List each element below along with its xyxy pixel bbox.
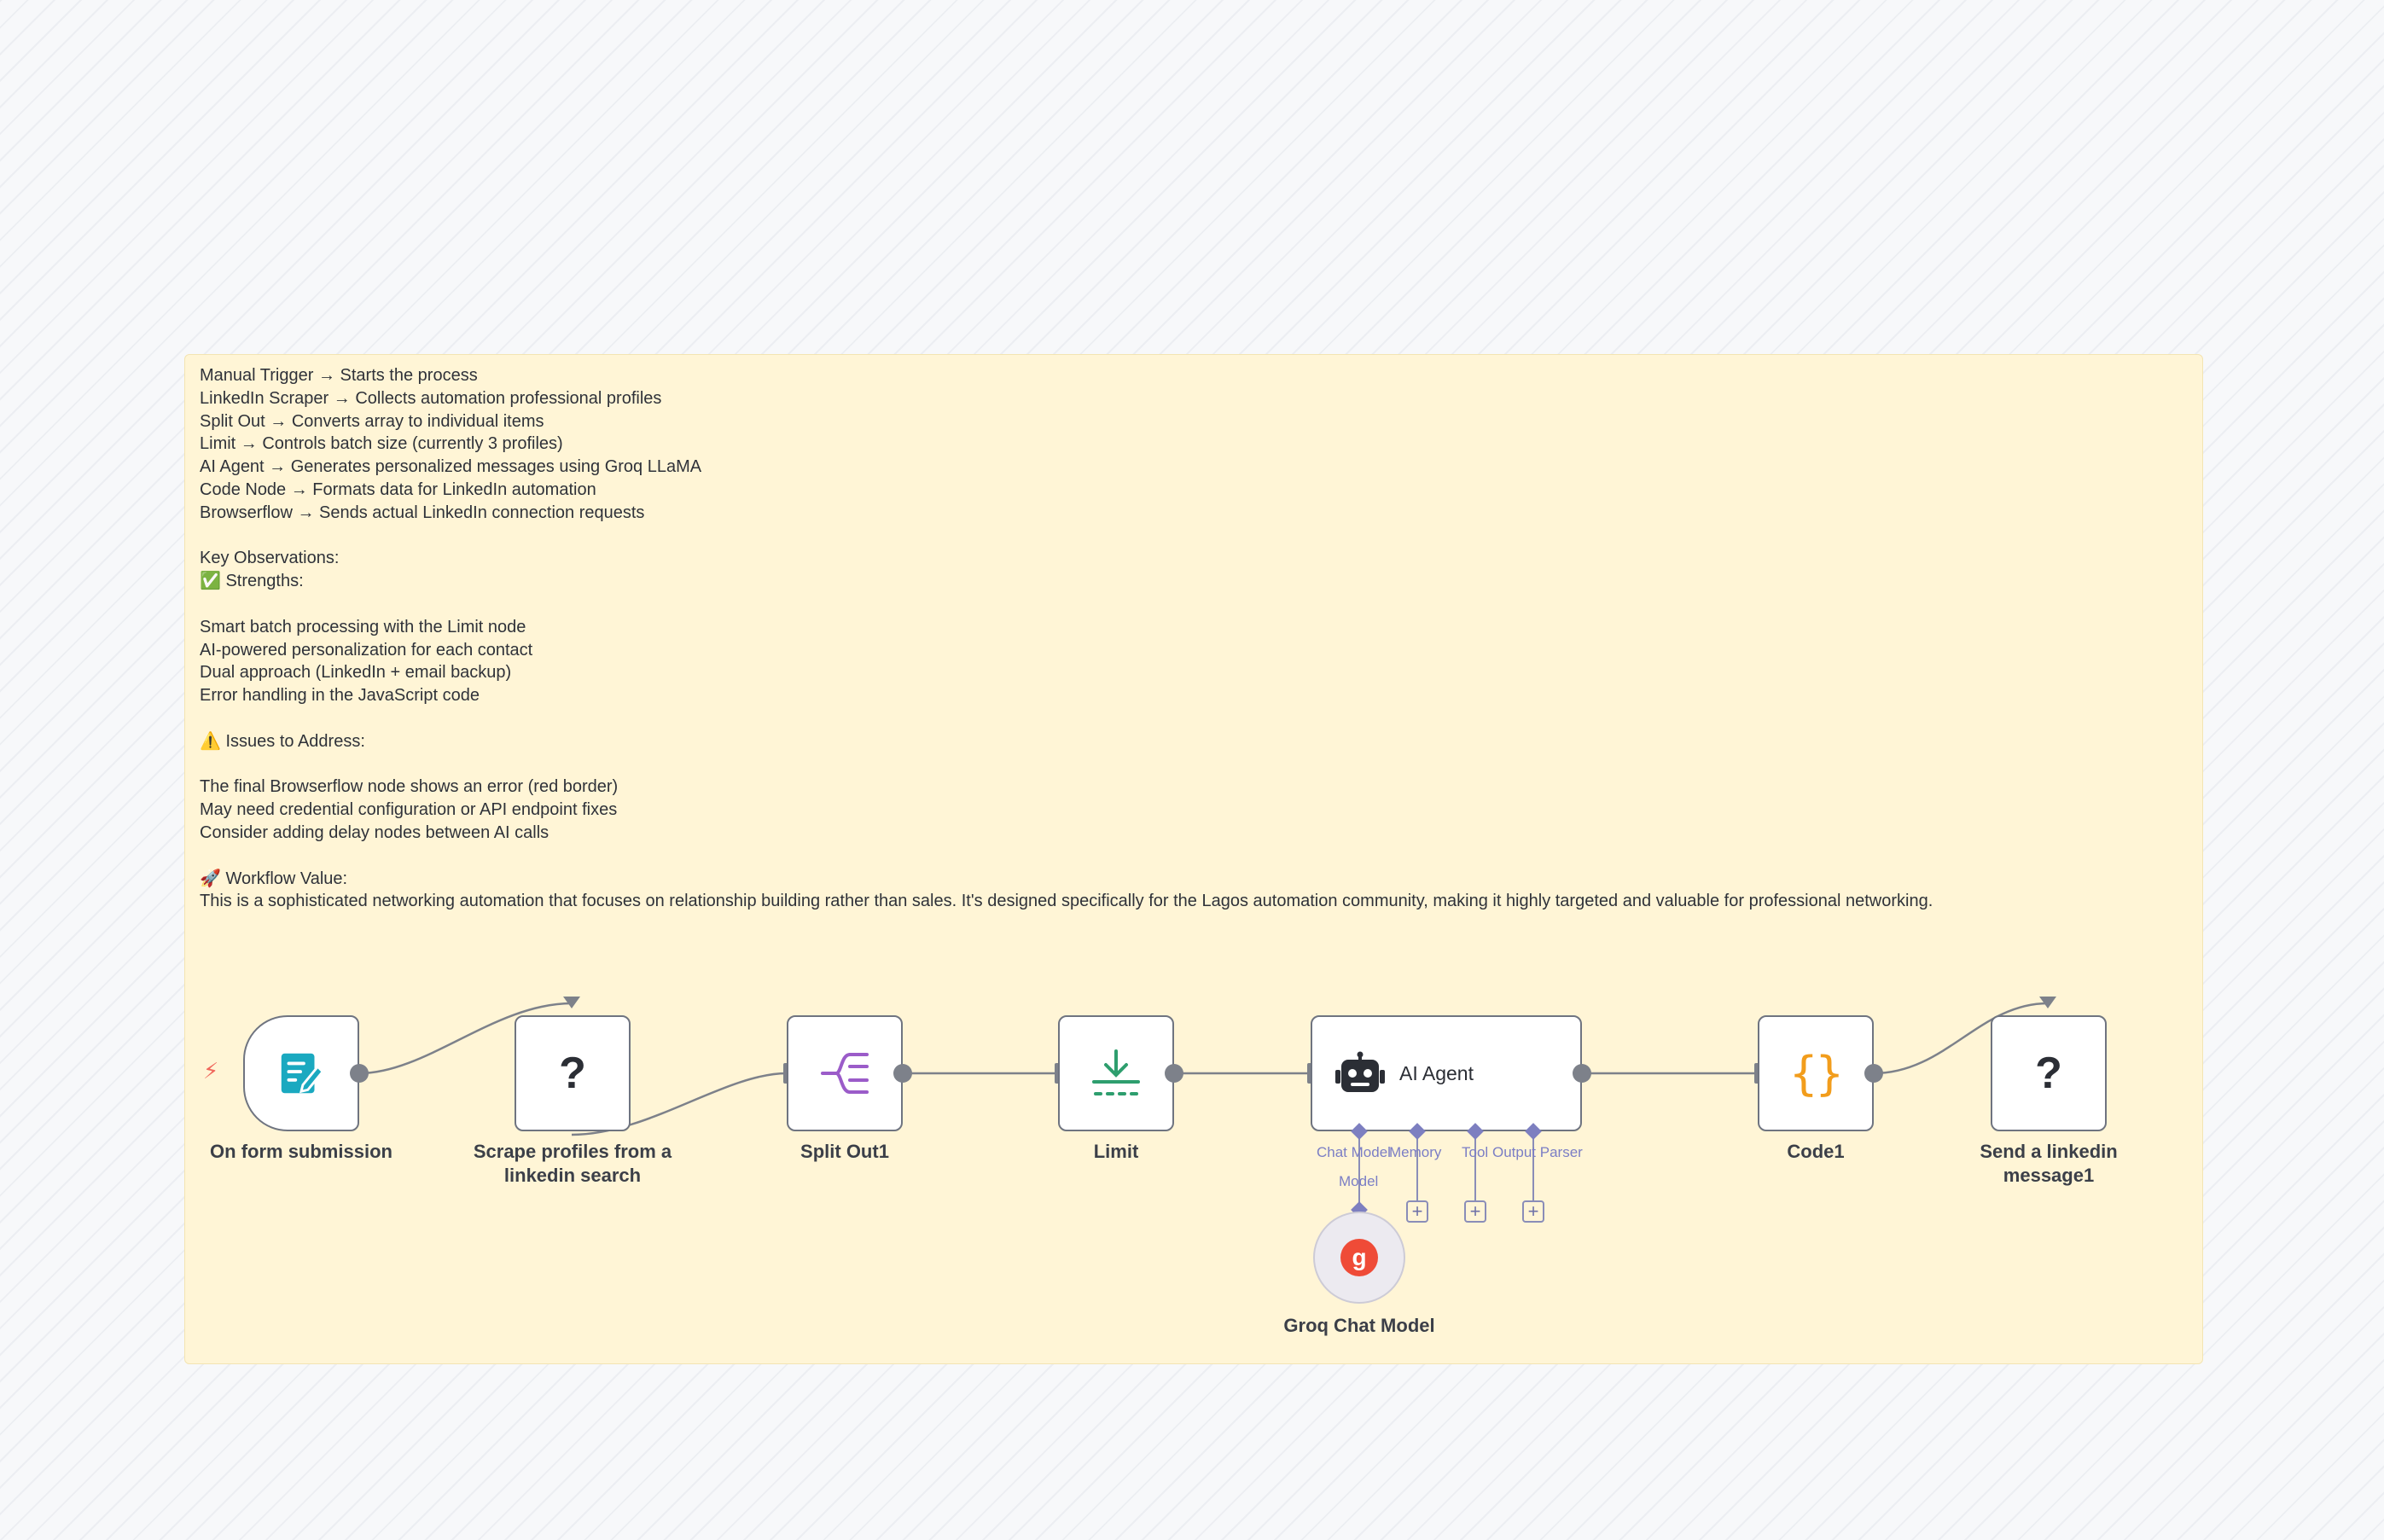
note-line: ⚠️ Issues to Address: — [200, 731, 365, 751]
code-output-handle[interactable] — [1864, 1064, 1883, 1083]
form-node-label: On form submission — [210, 1141, 392, 1162]
limit-node-label: Limit — [1093, 1141, 1139, 1162]
note-line: May need credential configuration or API… — [200, 800, 618, 820]
groq-node-label: Groq Chat Model — [1283, 1315, 1435, 1336]
connection-code-to-send — [1873, 1002, 2049, 1075]
node-scrape-profiles[interactable]: ? — [515, 1015, 631, 1131]
note-line: Browserflow → Sends actual LinkedIn conn… — [200, 503, 645, 522]
node-limit[interactable] — [1058, 1015, 1174, 1131]
note-line: This is a sophisticated networking autom… — [200, 892, 1933, 911]
connection-scrape-to-split — [571, 1072, 788, 1136]
add-output-parser-button[interactable]: + — [1522, 1200, 1544, 1223]
note-line: Consider adding delay nodes between AI c… — [200, 822, 549, 842]
output-parser-label: Output Parser — [1492, 1144, 1583, 1160]
note-line: Dual approach (LinkedIn + email backup) — [200, 663, 512, 683]
chat-model-label: Chat Model — [1317, 1144, 1391, 1160]
node-code[interactable]: {} — [1758, 1015, 1874, 1131]
send-node-label: Send a linkedin message1 — [1980, 1141, 2118, 1186]
note-line: Manual Trigger → Starts the process — [200, 366, 478, 385]
groq-logo-icon: g — [1340, 1239, 1378, 1276]
agent-title: AI Agent — [1399, 1061, 1474, 1084]
trigger-bolt-icon: ⚡ — [203, 1058, 219, 1084]
note-line: 🚀 Workflow Value: — [200, 869, 348, 888]
connection-form-to-scrape — [358, 1002, 573, 1075]
node-send-linkedin-message[interactable]: ? — [1991, 1015, 2107, 1131]
tool-label: Tool — [1462, 1144, 1489, 1160]
scrape-node-label: Scrape profiles from a linkedin search — [473, 1141, 672, 1186]
limit-output-handle[interactable] — [1165, 1064, 1183, 1083]
note-line: Code Node → Formats data for LinkedIn au… — [200, 479, 596, 499]
note-line: Key Observations: — [200, 549, 340, 568]
memory-label: Memory — [1389, 1144, 1442, 1160]
note-line: AI Agent → Generates personalized messag… — [200, 457, 702, 477]
add-tool-button[interactable]: + — [1464, 1200, 1486, 1223]
limit-download-icon — [1092, 1049, 1140, 1095]
agent-output-handle[interactable] — [1573, 1064, 1591, 1083]
robot-icon — [1335, 1051, 1385, 1092]
split-out-icon — [821, 1053, 869, 1094]
form-edit-icon — [281, 1053, 325, 1094]
split-node-label: Split Out1 — [800, 1141, 889, 1162]
note-line: LinkedIn Scraper → Collects automation p… — [200, 388, 662, 408]
arrowhead-send — [2039, 997, 2056, 1008]
curly-braces-icon: {} — [1789, 1046, 1843, 1101]
groq-logo-glyph: g — [1352, 1244, 1366, 1270]
note-line: ✅ Strengths: — [200, 572, 304, 591]
node-on-form-submission[interactable] — [243, 1015, 359, 1131]
node-split-out[interactable] — [787, 1015, 903, 1131]
node-ai-agent[interactable]: AI Agent — [1311, 1015, 1582, 1131]
note-line: Smart batch processing with the Limit no… — [200, 617, 526, 636]
form-output-handle[interactable] — [350, 1064, 369, 1083]
note-line: Error handling in the JavaScript code — [200, 686, 480, 706]
split-output-handle[interactable] — [893, 1064, 912, 1083]
node-groq-chat-model[interactable]: g — [1313, 1212, 1405, 1304]
code-node-label: Code1 — [1787, 1141, 1845, 1162]
unknown-question-icon: ? — [2035, 1049, 2062, 1098]
note-line: Split Out → Converts array to individual… — [200, 411, 544, 431]
note-line: AI-powered personalization for each cont… — [200, 640, 533, 660]
unknown-question-icon: ? — [559, 1049, 586, 1098]
add-memory-button[interactable]: + — [1406, 1200, 1428, 1223]
note-line: Limit → Controls batch size (currently 3… — [200, 434, 563, 454]
sticky-note[interactable] — [184, 354, 2203, 1364]
model-label: Model — [1339, 1173, 1379, 1189]
note-line: The final Browserflow node shows an erro… — [200, 777, 619, 797]
arrowhead-scrape — [563, 997, 580, 1008]
